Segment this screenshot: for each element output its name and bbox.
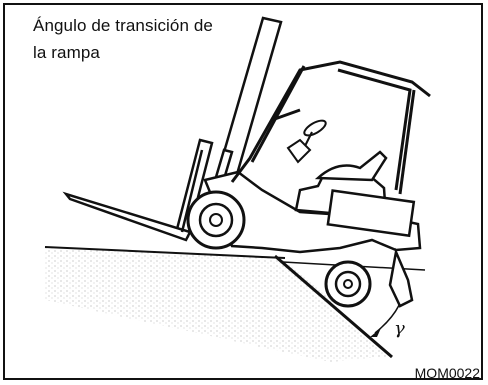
caption-line-1: Ángulo de transición de — [33, 16, 213, 35]
steering-wheel — [286, 119, 327, 164]
ramp-line — [274, 254, 393, 359]
caption-line-2: la rampa — [33, 43, 100, 62]
rear-wheel — [324, 260, 372, 308]
forklift-forks — [62, 149, 204, 242]
angle-gamma-label: γ — [394, 318, 405, 339]
front-wheel — [186, 190, 246, 250]
forklift-body — [203, 150, 422, 308]
figure-caption: Ángulo de transición de la rampa — [33, 12, 243, 66]
ground-surface — [44, 246, 390, 362]
overhead-guard — [230, 60, 431, 195]
figure-code: MOM0022 — [414, 365, 480, 381]
figure-frame — [3, 3, 483, 380]
